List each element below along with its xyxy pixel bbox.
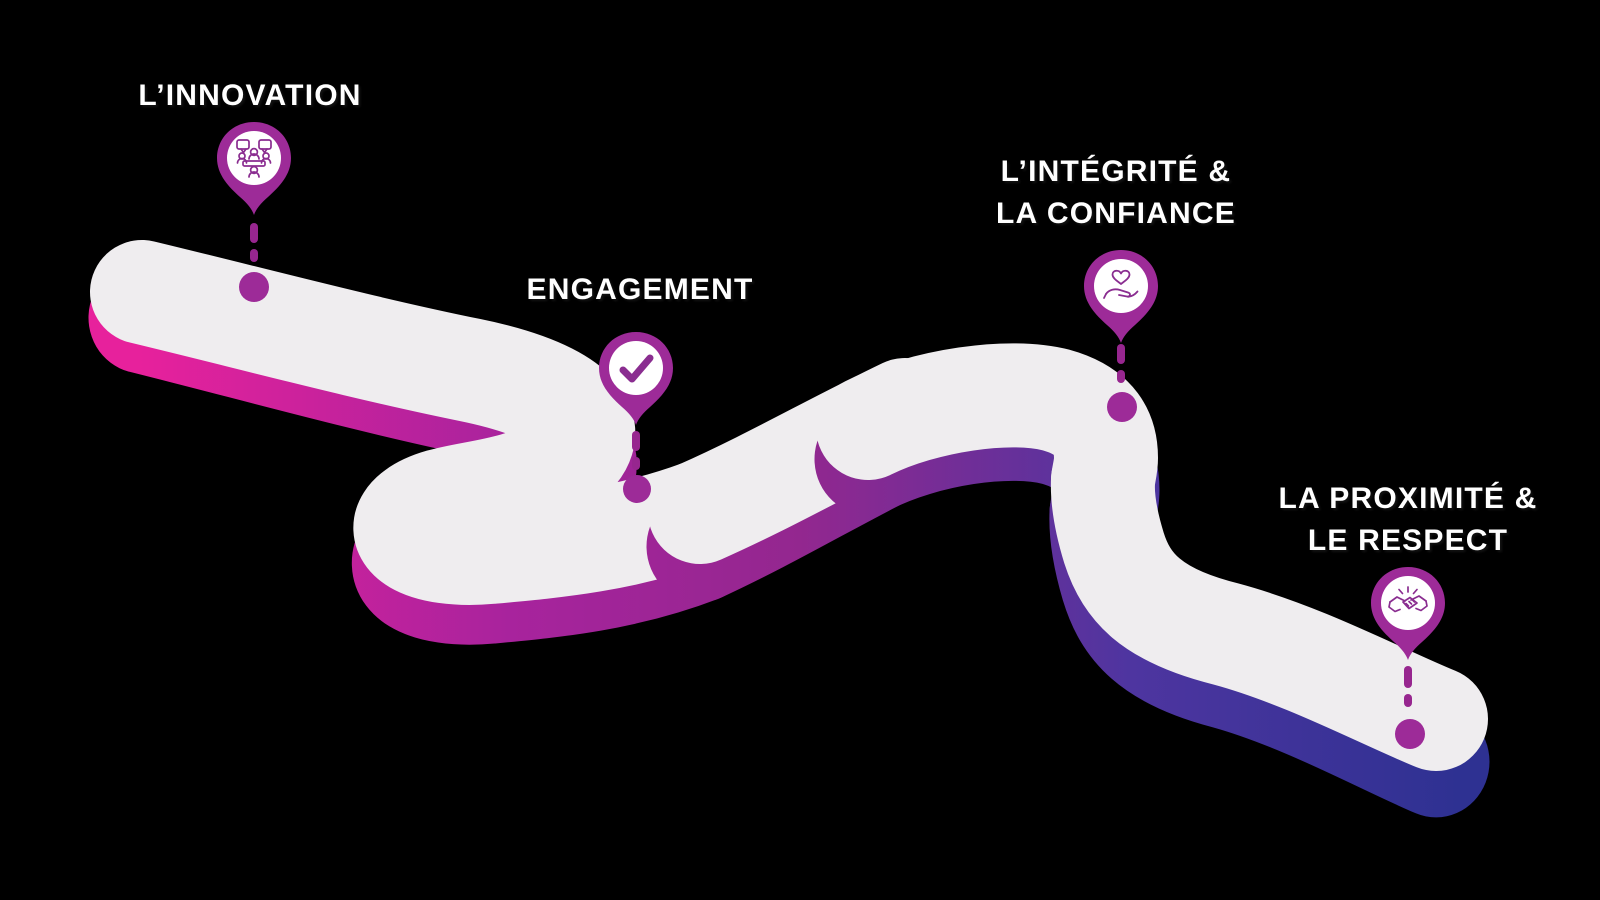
pin-stem-dash (632, 457, 640, 470)
pin-stem-dash (1404, 666, 1412, 688)
checkmark-icon (619, 354, 654, 383)
winding-road (88, 240, 1490, 818)
milestone-label-engagement: ENGAGEMENT (526, 269, 753, 311)
pin-stem-dash (1404, 694, 1412, 707)
label-line: L’INNOVATION (138, 79, 362, 112)
pin-road-dot (1107, 392, 1137, 422)
label-line: LA CONFIANCE (996, 197, 1236, 230)
pin-road-dot (623, 475, 651, 503)
label-line: LA PROXIMITÉ & (1278, 482, 1538, 515)
milestone-pin-proximite (1371, 567, 1445, 749)
pin-inner-circle (1381, 576, 1435, 630)
pin-inner-circle (1094, 259, 1148, 313)
pin-stem-dash (250, 249, 258, 262)
heart-in-hand-icon (1103, 269, 1139, 299)
label-line: LE RESPECT (1307, 524, 1509, 557)
road-top-segment-4 (1050, 428, 1488, 771)
handshake-icon (1388, 586, 1428, 613)
pin-stem-dash (1117, 370, 1125, 383)
milestone-label-proximite-respect: LA PROXIMITÉ & LE RESPECT (1278, 478, 1537, 562)
milestone-pin-innovation (217, 122, 291, 302)
pin-stem-dash (250, 223, 258, 243)
pin-road-dot (239, 272, 269, 302)
meeting-collaboration-icon (236, 139, 272, 178)
milestone-label-integrite-confiance: L’INTÉGRITÉ & LA CONFIANCE (996, 151, 1236, 235)
milestone-pin-engagement (599, 332, 673, 503)
pin-stem-dash (632, 431, 640, 451)
pin-road-dot (1395, 719, 1425, 749)
milestone-label-innovation: L’INNOVATION (138, 75, 361, 117)
label-line: ENGAGEMENT (526, 273, 754, 306)
pin-inner-circle (609, 341, 663, 395)
label-line: L’INTÉGRITÉ & (1000, 155, 1232, 188)
milestone-pin-integrite (1084, 250, 1158, 422)
pin-stem-dash (1117, 344, 1125, 364)
road-top-segment-1 (90, 240, 752, 605)
pin-inner-circle (227, 131, 281, 185)
